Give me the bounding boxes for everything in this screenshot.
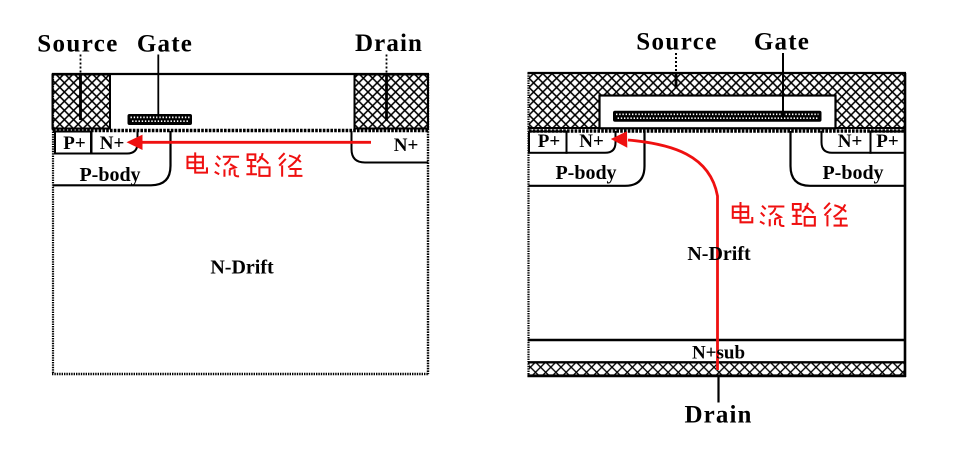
- svg-text:Drain: Drain: [685, 401, 753, 428]
- svg-text:N+: N+: [100, 133, 125, 154]
- svg-text:Gate: Gate: [754, 28, 810, 55]
- svg-text:P-body: P-body: [555, 162, 616, 184]
- svg-text:Drain: Drain: [355, 30, 423, 57]
- svg-text:P+: P+: [538, 131, 560, 152]
- svg-text:P-body: P-body: [79, 164, 140, 186]
- svg-text:Source: Source: [37, 30, 119, 57]
- svg-text:P+: P+: [876, 131, 898, 152]
- svg-text:N+: N+: [838, 131, 863, 152]
- svg-text:N+sub: N+sub: [692, 343, 745, 364]
- svg-text:N-Drift: N-Drift: [210, 256, 274, 278]
- svg-text:N-Drift: N-Drift: [687, 243, 751, 265]
- svg-text:N+: N+: [394, 135, 419, 156]
- svg-text:Gate: Gate: [137, 30, 193, 57]
- svg-text:P-body: P-body: [822, 162, 883, 184]
- svg-text:Source: Source: [636, 28, 718, 55]
- svg-text:N+: N+: [579, 131, 604, 152]
- svg-text:P+: P+: [63, 133, 85, 154]
